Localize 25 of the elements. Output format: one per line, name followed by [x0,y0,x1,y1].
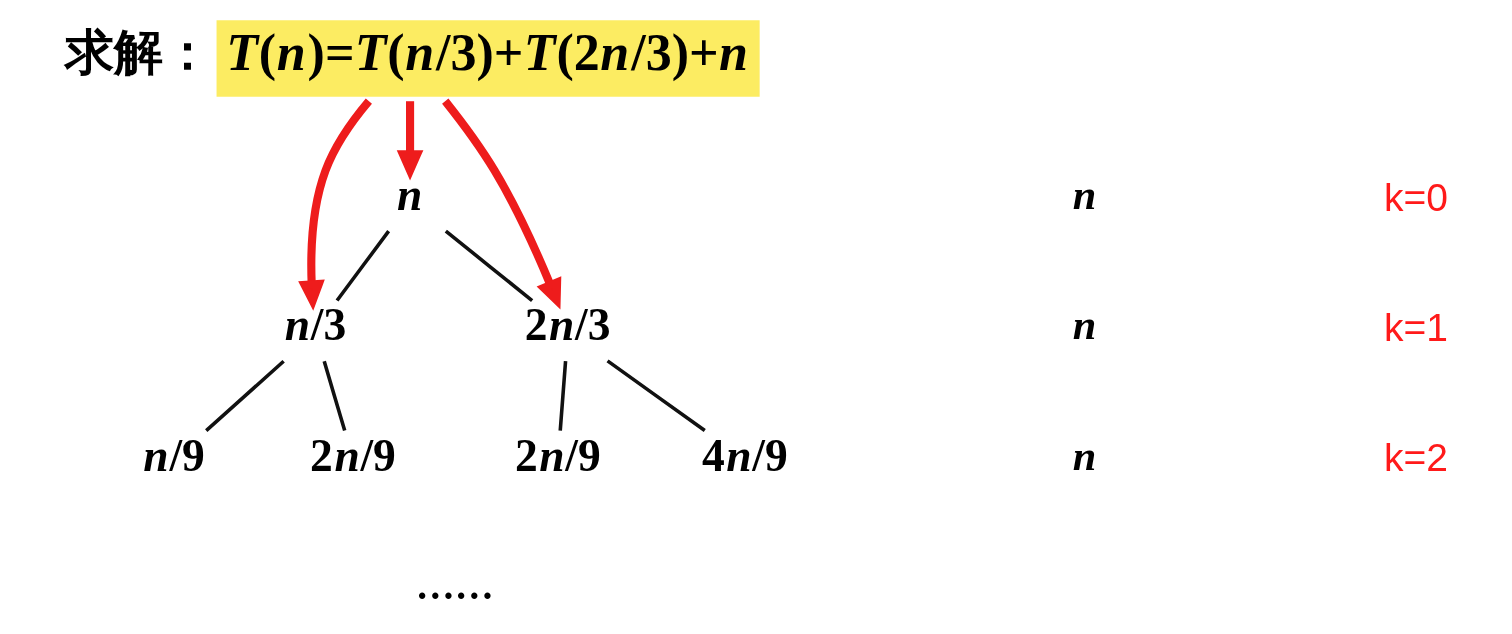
label: n [1072,301,1097,349]
label: k=0 [1384,175,1449,219]
node-text: 2n/9 [514,429,601,481]
node-text: 2n/3 [524,299,611,351]
node-text: n/9 [143,429,205,481]
label: k=2 [1384,435,1449,479]
label: n [1072,431,1097,479]
connector [205,359,285,432]
node-text: 2n/9 [310,429,396,481]
node-text: n [397,169,423,221]
label: k=1 [1384,305,1449,349]
connector [322,360,347,432]
node-text: n/3 [284,299,347,351]
connector [558,361,568,431]
arrow [396,101,424,181]
connector [444,229,534,302]
node-text: 4n/9 [701,429,788,481]
node-label: 求解： [65,25,213,80]
arrow [298,98,372,311]
label: n [1072,171,1097,219]
connector [335,230,391,302]
connector [606,359,706,432]
arrow [442,98,562,310]
label: …… [415,563,494,607]
node-box: T(n)=T(n/3)+T(2n/3)+n [216,20,760,97]
